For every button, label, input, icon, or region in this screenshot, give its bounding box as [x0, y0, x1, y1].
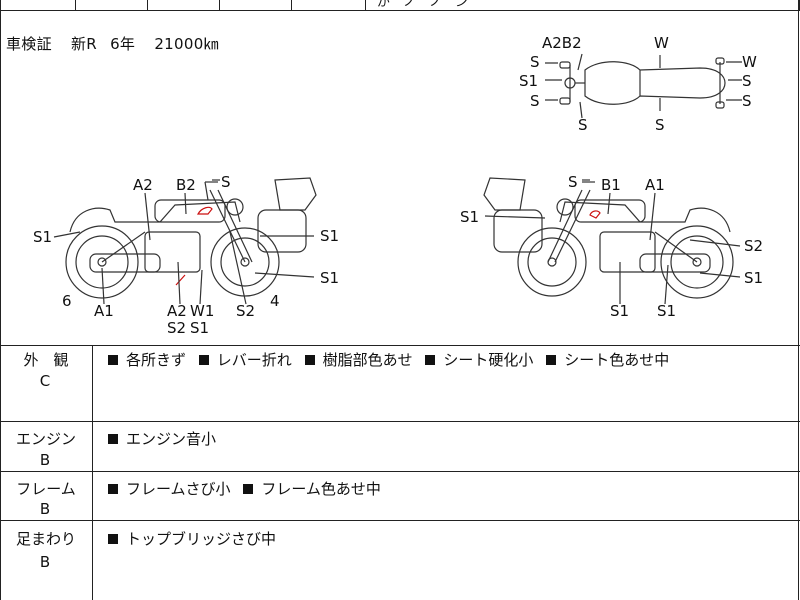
label-top-s: S	[655, 116, 665, 134]
category-label: フレーム	[16, 480, 76, 498]
notes-list: フレームさび小 フレーム色あせ中	[104, 478, 385, 499]
divider	[0, 471, 800, 472]
border-left	[0, 0, 1, 600]
label-left-a2: A2	[167, 302, 187, 320]
bullet-square-icon	[546, 355, 557, 365]
label-left-s1: S1	[320, 227, 339, 245]
label-left-s1: S1	[33, 228, 52, 246]
label-right-s: S	[568, 173, 578, 191]
inspection-mileage: 21000㎞	[154, 35, 219, 53]
divider	[0, 520, 800, 521]
note-item: トップブリッジさび中	[126, 530, 277, 548]
strip-cell	[1, 0, 76, 10]
label-right-s1: S1	[460, 208, 479, 226]
notes-list: 各所きず レバー折れ 樹脂部色あせ シート硬化小 シート色あせ中	[104, 349, 673, 370]
label-right-b1: B1	[601, 176, 621, 194]
note-item: フレーム色あせ中	[261, 480, 381, 498]
bullet-square-icon	[243, 484, 254, 494]
grade-value: B	[39, 553, 51, 571]
border-right	[798, 0, 799, 600]
label-top-s: S	[742, 92, 752, 110]
divider	[0, 421, 800, 422]
bullet-square-icon	[108, 484, 118, 494]
note-item: エンジン音小	[126, 430, 217, 448]
label-top-s: S	[578, 116, 588, 134]
note-item: シート色あせ中	[564, 351, 670, 369]
bullet-square-icon	[425, 355, 436, 365]
note-item: 各所きず	[126, 351, 187, 369]
diagram-labels: A2B2 W S S1 S W S S S S A2 B2 S S1 S1 S1…	[33, 34, 763, 337]
label-top-w: W	[654, 34, 669, 52]
strip-cell	[219, 0, 292, 10]
label-top-a2b2: A2B2	[542, 34, 582, 52]
category-label: エンジン	[15, 430, 76, 448]
inspection-label: 車検証	[6, 35, 52, 53]
header-strip-text: が ノ ノ ン	[377, 0, 469, 10]
strip-cell	[75, 0, 148, 10]
label-left-s1: S1	[190, 319, 209, 337]
category-label: 外 観	[23, 351, 69, 369]
bullet-square-icon	[108, 355, 118, 365]
strip-cell	[147, 0, 220, 10]
label-right-s1: S1	[657, 302, 676, 320]
bullet-square-icon	[108, 434, 118, 444]
label-top-s: S	[742, 72, 752, 90]
notes-list: トップブリッジさび中	[104, 528, 280, 549]
column-divider	[92, 345, 93, 600]
note-item: フレームさび小	[126, 480, 231, 498]
label-top-s1: S1	[519, 72, 538, 90]
label-left-s: S	[221, 173, 231, 191]
note-item: シート硬化小	[443, 351, 534, 369]
bullet-square-icon	[198, 355, 209, 365]
right-view-drawing	[483, 177, 741, 305]
label-top-w: W	[742, 53, 757, 71]
label-left-a1: A1	[94, 302, 114, 320]
label-left-s2: S2	[167, 319, 186, 337]
label-right-s1: S1	[744, 269, 763, 287]
bullet-square-icon	[108, 534, 118, 544]
label-left-4: 4	[270, 292, 280, 310]
bullet-square-icon	[304, 355, 315, 365]
grade-value: B	[39, 500, 51, 518]
label-left-s2: S2	[236, 302, 255, 320]
label-right-s2: S2	[744, 237, 763, 255]
label-top-s: S	[530, 92, 540, 110]
note-item: 樹脂部色あせ	[322, 351, 413, 369]
strip-cell	[291, 0, 366, 10]
label-left-6: 6	[62, 292, 72, 310]
label-left-w1: W1	[190, 302, 214, 320]
inspection-info: 車検証 新R 6年 21000㎞	[6, 33, 233, 54]
inspection-year: 6年	[110, 35, 136, 53]
inspection-type: 新R	[70, 35, 98, 53]
notes-list: エンジン音小	[104, 428, 220, 449]
top-view-drawing	[545, 53, 742, 119]
grade-value: B	[39, 451, 51, 469]
note-item: レバー折れ	[216, 351, 292, 369]
label-left-a2: A2	[133, 176, 153, 194]
left-view-drawing	[53, 177, 317, 305]
label-top-s: S	[530, 53, 540, 71]
motorcycle-diagram: A2B2 W S S1 S W S S S S A2 B2 S S1 S1 S1…	[33, 34, 763, 337]
label-left-b2: B2	[176, 176, 196, 194]
divider	[0, 345, 800, 346]
label-left-s1: S1	[320, 269, 339, 287]
category-label: 足まわり	[15, 530, 76, 548]
label-right-s1: S1	[610, 302, 629, 320]
grade-value: C	[39, 372, 51, 390]
label-right-a1: A1	[645, 176, 665, 194]
